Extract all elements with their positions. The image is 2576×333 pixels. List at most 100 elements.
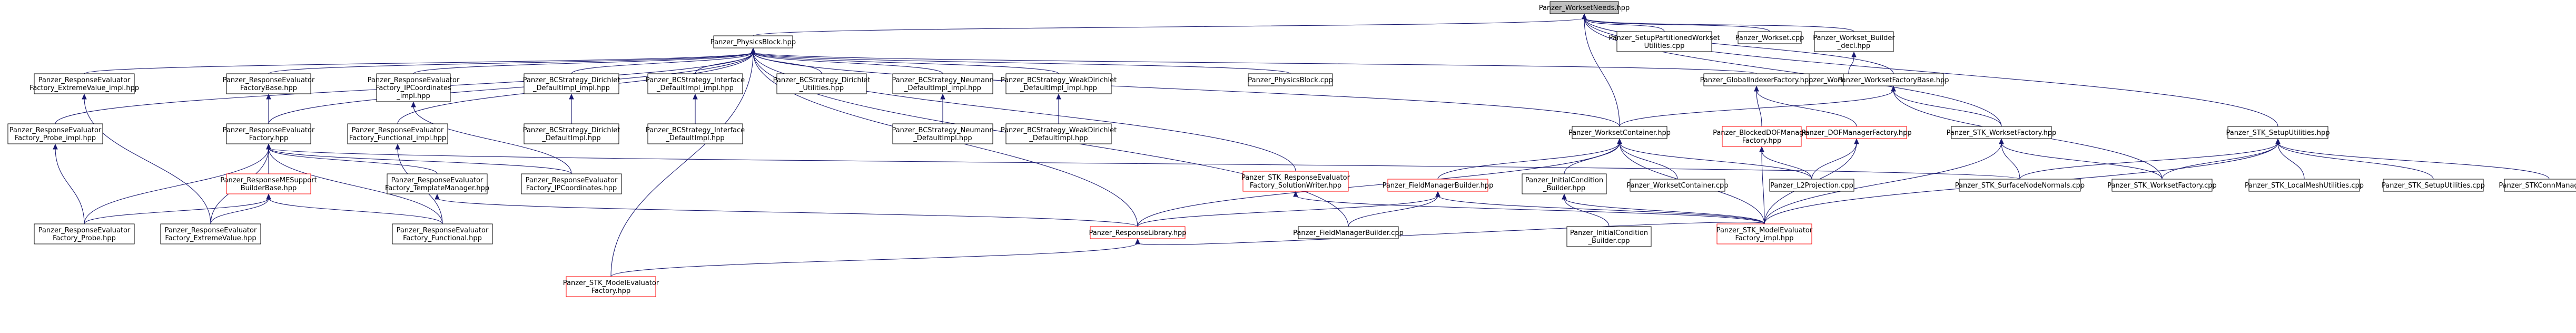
node-bc-weakdirichlet-default[interactable]: Panzer_BCStrategy_WeakDirichlet_DefaultI… [1001, 123, 1117, 144]
node-workset-builder-decl[interactable]: Panzer_Workset_Builder_decl.hpp [1813, 31, 1895, 52]
node-field-manager-builder-hpp[interactable]: Panzer_FieldManagerBuilder.hpp [1383, 179, 1494, 192]
node-label: Panzer_BCStrategy_Dirichlet [523, 126, 620, 134]
node-label: _DefaultImpl_impl.hpp [1020, 84, 1097, 92]
node-bc-dirichlet-impl[interactable]: Panzer_BCStrategy_Dirichlet_DefaultImpl_… [523, 73, 620, 94]
node-label: Panzer_PhysicsBlock.cpp [1248, 76, 1333, 84]
node-label: Panzer_ResponseEvaluator [223, 126, 315, 134]
node-physics-block-cpp[interactable]: Panzer_PhysicsBlock.cpp [1248, 73, 1333, 86]
node-re-factory-functional[interactable]: Panzer_ResponseEvaluatorFactory_Function… [392, 223, 493, 244]
edge-re-factory-extremevalue-to-re-factory-extremevalue-impl [82, 93, 211, 224]
node-stk-workset-factory-cpp[interactable]: Panzer_STK_WorksetFactory.cpp [2107, 179, 2217, 192]
node-box [1959, 179, 2081, 192]
node-response-library[interactable]: Panzer_ResponseLibrary.hpp [1089, 226, 1187, 239]
node-re-factory-ipcoord[interactable]: Panzer_ResponseEvaluatorFactory_IPCoordi… [521, 173, 622, 194]
node-bc-interface-impl[interactable]: Panzer_BCStrategy_Interface_DefaultImpl_… [646, 73, 745, 94]
node-label: Factory_impl.hpp [1735, 234, 1793, 242]
node-setup-partitioned[interactable]: Panzer_SetupPartitionedWorksetUtilities.… [1608, 31, 1720, 52]
edge-re-factory-hpp-to-re-factory-base [266, 93, 271, 124]
node-stk-conn-manager[interactable]: Panzer_STKConnManager.cpp [2499, 179, 2576, 192]
node-initial-condition-builder-hpp[interactable]: Panzer_InitialCondition_Builder.hpp [1522, 173, 1607, 194]
edge-re-factory-extremevalue-impl-to-physics-block-hpp [84, 47, 756, 74]
node-re-factory-extremevalue-impl[interactable]: Panzer_ResponseEvaluatorFactory_ExtremeV… [29, 73, 139, 94]
node-re-factory-probe[interactable]: Panzer_ResponseEvaluatorFactory_Probe.hp… [34, 223, 135, 244]
node-box [1522, 173, 1607, 194]
node-box [1616, 31, 1712, 52]
node-workset-container-hpp[interactable]: Panzer_WorksetContainer.hpp [1568, 126, 1671, 139]
node-box [1806, 126, 1907, 139]
node-stk-setup-utilities-cpp[interactable]: Panzer_STK_SetupUtilities.cpp [2382, 179, 2485, 192]
node-stk-re-factory-solutionwriter[interactable]: Panzer_STK_ResponseEvaluatorFactory_Solu… [1241, 171, 1350, 192]
node-label: Panzer_BCStrategy_Neumann [892, 126, 993, 134]
node-l2projection[interactable]: Panzer_L2Projection.cpp [1769, 179, 1854, 192]
edge-dof-manager-factory-to-global-indexer-factory [1754, 85, 1857, 127]
node-label: Factory_Probe.hpp [53, 234, 116, 242]
node-field-manager-builder-cpp[interactable]: Panzer_FieldManagerBuilder.cpp [1293, 226, 1404, 239]
node-box [1090, 226, 1186, 239]
node-label: Panzer_STK_WorksetFactory.hpp [1947, 129, 2057, 137]
node-stk-setup-utilities-hpp[interactable]: Panzer_STK_SetupUtilities.hpp [2226, 126, 2330, 139]
edge-workset-builder-cpp-to-workset-builder-decl [1848, 51, 1857, 74]
node-re-factory-extremevalue[interactable]: Panzer_ResponseEvaluatorFactory_ExtremeV… [160, 223, 261, 244]
edge-stk-workset-factory-cpp-to-stk-setup-utilities-hpp [2162, 138, 2281, 180]
node-stk-model-evaluator-factory-impl[interactable]: Panzer_STK_ModelEvaluatorFactory_impl.hp… [1716, 223, 1813, 244]
node-box [524, 123, 619, 144]
node-label: Panzer_STK_LocalMeshUtilities.cpp [2245, 182, 2364, 190]
node-box [892, 73, 993, 94]
node-box [226, 73, 311, 94]
node-label: Panzer_ResponseEvaluator [368, 76, 460, 84]
node-dof-manager-factory[interactable]: Panzer_DOFManagerFactory.hpp [1801, 126, 1912, 139]
node-label: Factory_IPCoordinates [376, 84, 451, 92]
node-label: Factory.hpp [591, 287, 631, 295]
node-re-factory-ipcoord-impl[interactable]: Panzer_ResponseEvaluatorFactory_IPCoordi… [368, 73, 460, 102]
node-label: Panzer_PhysicsBlock.hpp [710, 38, 796, 46]
node-stk-local-mesh-utilities[interactable]: Panzer_STK_LocalMeshUtilities.cpp [2245, 179, 2364, 192]
dependency-edges [53, 13, 2550, 277]
edge-response-library-to-field-manager-builder-hpp [1137, 191, 1440, 227]
node-label: Panzer_Workset.cpp [1735, 34, 1804, 42]
node-bc-neumann-impl[interactable]: Panzer_BCStrategy_Neumann_DefaultImpl_im… [892, 73, 994, 94]
node-box [1769, 179, 1854, 192]
node-workset-needs[interactable]: Panzer_WorksetNeeds.hpp [1539, 1, 1630, 14]
edge-stk-local-mesh-utilities-to-stk-setup-utilities-hpp [2275, 138, 2305, 180]
node-box [1814, 31, 1894, 52]
node-bc-dirichlet-utils[interactable]: Panzer_BCStrategy_Dirichlet_Utilities.hp… [773, 73, 871, 94]
node-bc-interface-default[interactable]: Panzer_BCStrategy_Interface_DefaultImpl.… [646, 123, 745, 144]
node-stk-surface-node-normals[interactable]: Panzer_STK_SurfaceNodeNormals.cpp [1955, 179, 2085, 192]
node-box [1843, 73, 1944, 86]
node-workset-container-cpp[interactable]: Panzer_WorksetContainer.cpp [1626, 179, 1729, 192]
node-re-factory-templatemanager[interactable]: Panzer_ResponseEvaluatorFactory_Template… [385, 173, 489, 194]
node-label: Panzer_Workset_Builder [1813, 34, 1895, 42]
node-physics-block-hpp[interactable]: Panzer_PhysicsBlock.hpp [710, 35, 796, 48]
node-box [521, 173, 622, 194]
node-box [1242, 171, 1349, 192]
node-label: Panzer_STKConnManager.cpp [2499, 182, 2576, 190]
node-workset-factory-base[interactable]: Panzer_WorksetFactoryBase.hpp [1838, 73, 1949, 86]
node-global-indexer-factory[interactable]: Panzer_GlobalIndexerFactory.hpp [1700, 73, 1813, 86]
node-label: Panzer_STK_WorksetFactory.cpp [2107, 182, 2217, 190]
node-box [1005, 123, 1112, 144]
node-re-factory-probe-impl[interactable]: Panzer_ResponseEvaluatorFactory_Probe_im… [7, 123, 103, 144]
node-initial-condition-builder-cpp[interactable]: Panzer_InitialCondition_Builder.cpp [1566, 226, 1652, 247]
node-bc-weakdirichlet-impl[interactable]: Panzer_BCStrategy_WeakDirichlet_DefaultI… [1001, 73, 1117, 94]
node-stk-workset-factory-hpp[interactable]: Panzer_STK_WorksetFactory.hpp [1947, 126, 2057, 139]
node-label: Panzer_STK_SetupUtilities.cpp [2382, 182, 2485, 190]
edge-bc-dirichlet-default-to-bc-dirichlet-impl [569, 93, 574, 124]
node-workset-cpp[interactable]: Panzer_Workset.cpp [1735, 31, 1804, 44]
edge-physics-block-hpp-to-workset-needs [753, 13, 1587, 36]
node-box [1248, 73, 1333, 86]
node-label: _DefaultImpl.hpp [1029, 134, 1088, 142]
node-label: Panzer_BCStrategy_WeakDirichlet [1001, 76, 1117, 84]
node-label: Panzer_STK_ModelEvaluator [1716, 227, 1813, 234]
node-re-factory-functional-impl[interactable]: Panzer_ResponseEvaluatorFactory_Function… [347, 123, 448, 144]
node-box [1005, 73, 1112, 94]
edge-bc-weakdirichlet-default-to-bc-weakdirichlet-impl [1056, 93, 1061, 124]
edge-l2projection-to-blocked-dof-manager-factory [1759, 146, 1812, 180]
node-bc-neumann-default[interactable]: Panzer_BCStrategy_Neumann_DefaultImpl.hp… [892, 123, 994, 144]
node-bc-dirichlet-default[interactable]: Panzer_BCStrategy_Dirichlet_DefaultImpl.… [523, 123, 620, 144]
